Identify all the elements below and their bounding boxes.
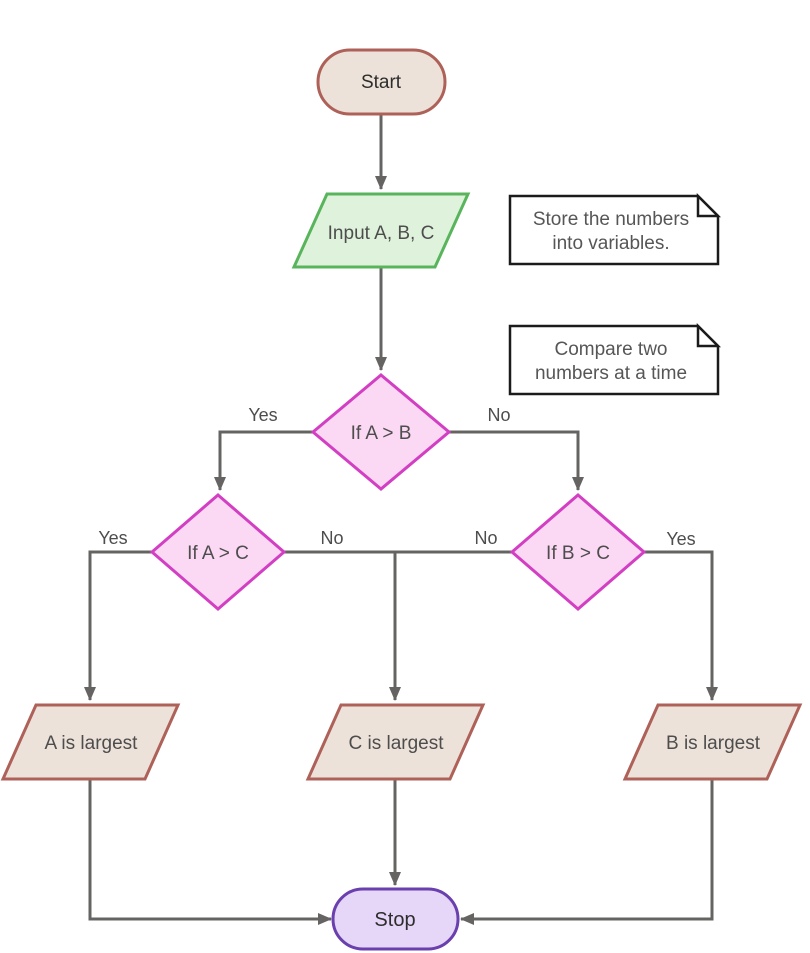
- result-b-largest-label: B is largest: [666, 733, 761, 754]
- note-store-line2: into variables.: [552, 233, 669, 254]
- decision-b-gt-c-node: [509, 493, 647, 611]
- result-c-largest-label: C is largest: [348, 733, 444, 754]
- result-b-largest-node: [622, 703, 803, 781]
- note-compare-folded-corner-icon: [696, 322, 722, 348]
- decision-a-gt-c-label: If A > C: [187, 543, 249, 564]
- result-a-largest-node: [0, 703, 181, 781]
- edge-result-a-to-stop: [88, 779, 332, 925]
- decision-a-gt-b-label: If A > B: [351, 423, 412, 444]
- edge-label-ab-yes: Yes: [248, 405, 277, 425]
- edge-decision-ab-no: [449, 430, 584, 491]
- edge-label-ab-no: No: [487, 405, 510, 425]
- edge-decision-ac-yes: [84, 550, 152, 701]
- input-label: Input A, B, C: [328, 223, 435, 244]
- start-node: [316, 48, 447, 116]
- note-store-line1: Store the numbers: [533, 209, 689, 230]
- input-node: [291, 192, 471, 269]
- edge-label-bc-yes: Yes: [666, 529, 695, 549]
- connectors: [84, 114, 718, 925]
- note-compare-box: [508, 324, 720, 396]
- edge-label-ac-yes: Yes: [98, 528, 127, 548]
- edge-label-bc-no: No: [474, 528, 497, 548]
- start-label: Start: [361, 72, 402, 93]
- note-store-folded-corner-icon: [696, 192, 722, 218]
- stop-node: [331, 887, 460, 951]
- stop-label: Stop: [374, 909, 415, 931]
- note-compare-line1: Compare two: [555, 339, 668, 360]
- edge-label-ac-no: No: [320, 528, 343, 548]
- result-c-largest-node: [305, 703, 486, 781]
- edge-decision-bc-yes: [644, 550, 718, 701]
- decision-a-gt-c-node: [149, 493, 287, 611]
- edge-decision-ab-yes: [214, 430, 313, 491]
- note-store-box: [508, 194, 720, 266]
- note-compare-line2: numbers at a time: [535, 363, 687, 384]
- edge-result-b-to-stop: [460, 779, 714, 925]
- result-a-largest-label: A is largest: [45, 733, 139, 754]
- decision-b-gt-c-label: If B > C: [546, 543, 610, 564]
- decision-a-gt-b-node: [310, 373, 452, 491]
